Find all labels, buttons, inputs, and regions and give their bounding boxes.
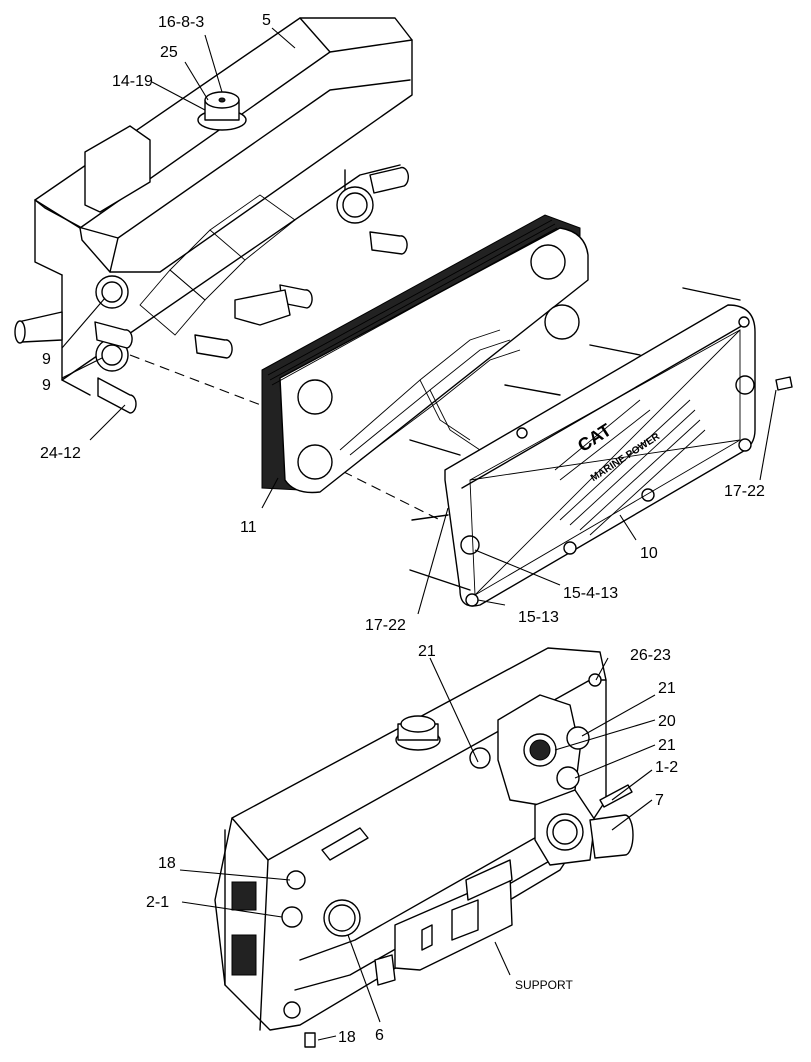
callout-9-upper: 9 [42, 351, 51, 368]
callout-10: 10 [640, 545, 658, 562]
callout-18-bottom: 18 [338, 1029, 356, 1046]
callout-17-22-mid: 17-22 [365, 617, 406, 634]
callout-1-2: 1-2 [655, 759, 678, 776]
callout-9-lower: 9 [42, 377, 51, 394]
assembled-cooler [214, 647, 634, 1048]
end-housing [14, 164, 410, 414]
callout-15-4-13: 15-4-13 [563, 585, 618, 602]
callout-6: 6 [375, 1027, 384, 1044]
callout-support: SUPPORT [515, 978, 573, 992]
leader-lines [61, 27, 777, 1041]
end-cover [409, 287, 793, 607]
callout-26-23: 26-23 [630, 647, 671, 664]
callout-21-top: 21 [418, 643, 436, 660]
callout-21-right-2: 21 [658, 737, 676, 754]
callout-25: 25 [160, 44, 178, 61]
callout-18-side: 18 [158, 855, 176, 872]
callout-16-8-3: 16-8-3 [158, 14, 204, 31]
plate-pack [261, 214, 589, 494]
callout-11: 11 [240, 519, 257, 536]
callout-14-19: 14-19 [112, 73, 153, 90]
callout-17-22-right: 17-22 [724, 483, 765, 500]
callout-24-12: 24-12 [40, 445, 81, 462]
callout-2-1: 2-1 [146, 894, 169, 911]
callout-15-13: 15-13 [518, 609, 559, 626]
filler-cap [197, 91, 247, 131]
callout-labels: 16-8-3 5 25 14-19 9 9 24-12 11 10 17-22 … [40, 12, 765, 1046]
callout-5: 5 [262, 12, 271, 29]
callout-20: 20 [658, 713, 676, 730]
callout-7: 7 [655, 792, 664, 809]
callout-21-right-1: 21 [658, 680, 676, 697]
